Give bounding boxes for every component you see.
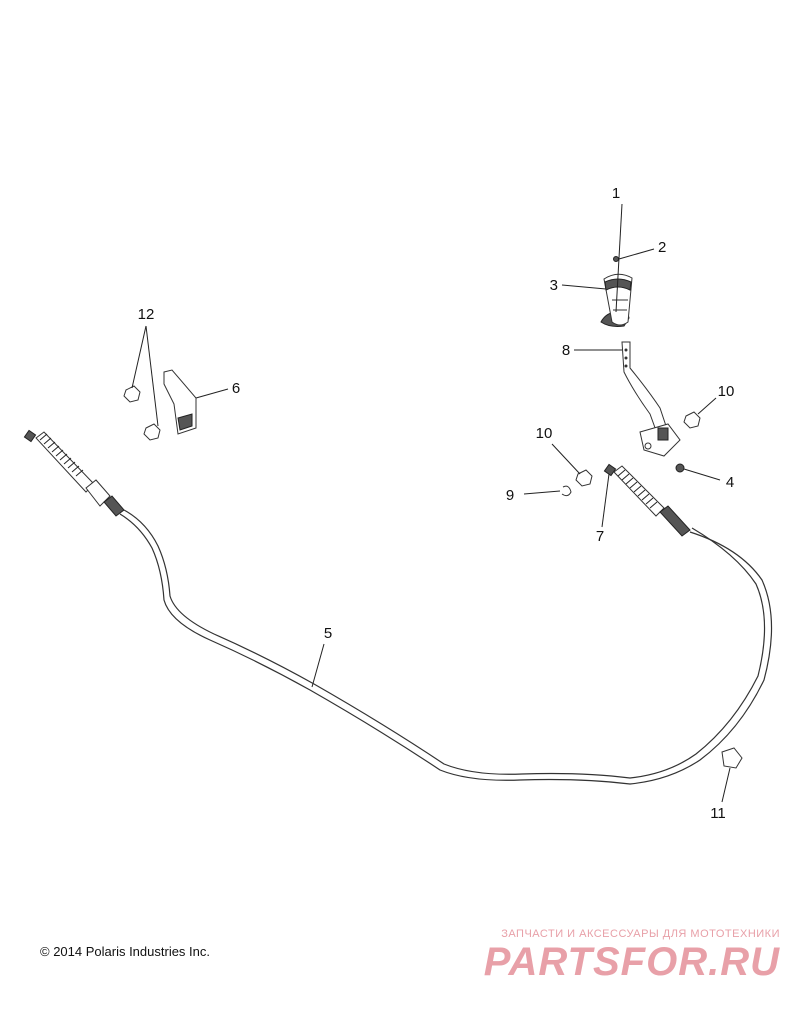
callout-2-label: 2 [658,239,666,256]
callout-5: 5 [311,625,332,688]
callout-11: 11 [710,767,731,822]
callout-11-label: 11 [710,805,726,822]
callout-8: 8 [562,342,622,359]
part-5-cable [23,429,773,785]
callout-9-label: 9 [506,487,514,504]
watermark-tagline: ЗАПЧАСТИ И АКСЕССУАРЫ ДЛЯ МОТОТЕХНИКИ [501,928,780,940]
part-6-bracket [163,369,197,435]
part-4-nut [675,463,685,473]
callout-12: 12 [131,306,159,427]
watermark-logo: PARTSFOR.RU [483,940,780,984]
callout-4: 4 [683,468,734,491]
callout-4-label: 4 [726,474,734,491]
callout-10-middle-label: 10 [536,425,553,442]
callout-2: 2 [618,239,666,260]
callout-10-middle: 10 [536,425,581,475]
callout-8-label: 8 [562,342,570,359]
callout-12-label: 12 [138,306,155,323]
part-2-screw [613,256,619,262]
callout-1-label: 1 [612,185,620,202]
callout-7: 7 [596,473,610,545]
callout-7-label: 7 [596,528,604,545]
callout-5-label: 5 [324,625,332,642]
callout-1: 1 [612,185,623,313]
callout-9: 9 [506,487,561,504]
callout-10-upper: 10 [697,383,735,415]
callout-6-label: 6 [232,380,240,397]
watermark: ЗАПЧАСТИ И АКСЕССУАРЫ ДЛЯ МОТОТЕХНИКИ PA… [480,928,780,984]
callout-10-upper-label: 10 [718,383,735,400]
part-10-nut-upper [683,411,701,429]
part-9-clip [561,485,572,497]
part-12-bolts [123,385,161,441]
part-8-shift-lever [621,341,681,457]
callout-6: 6 [195,380,240,399]
callout-3-label: 3 [550,277,558,294]
copyright-text: © 2014 Polaris Industries Inc. [40,944,210,959]
part-11-cap [721,747,743,769]
callout-3: 3 [550,277,607,294]
